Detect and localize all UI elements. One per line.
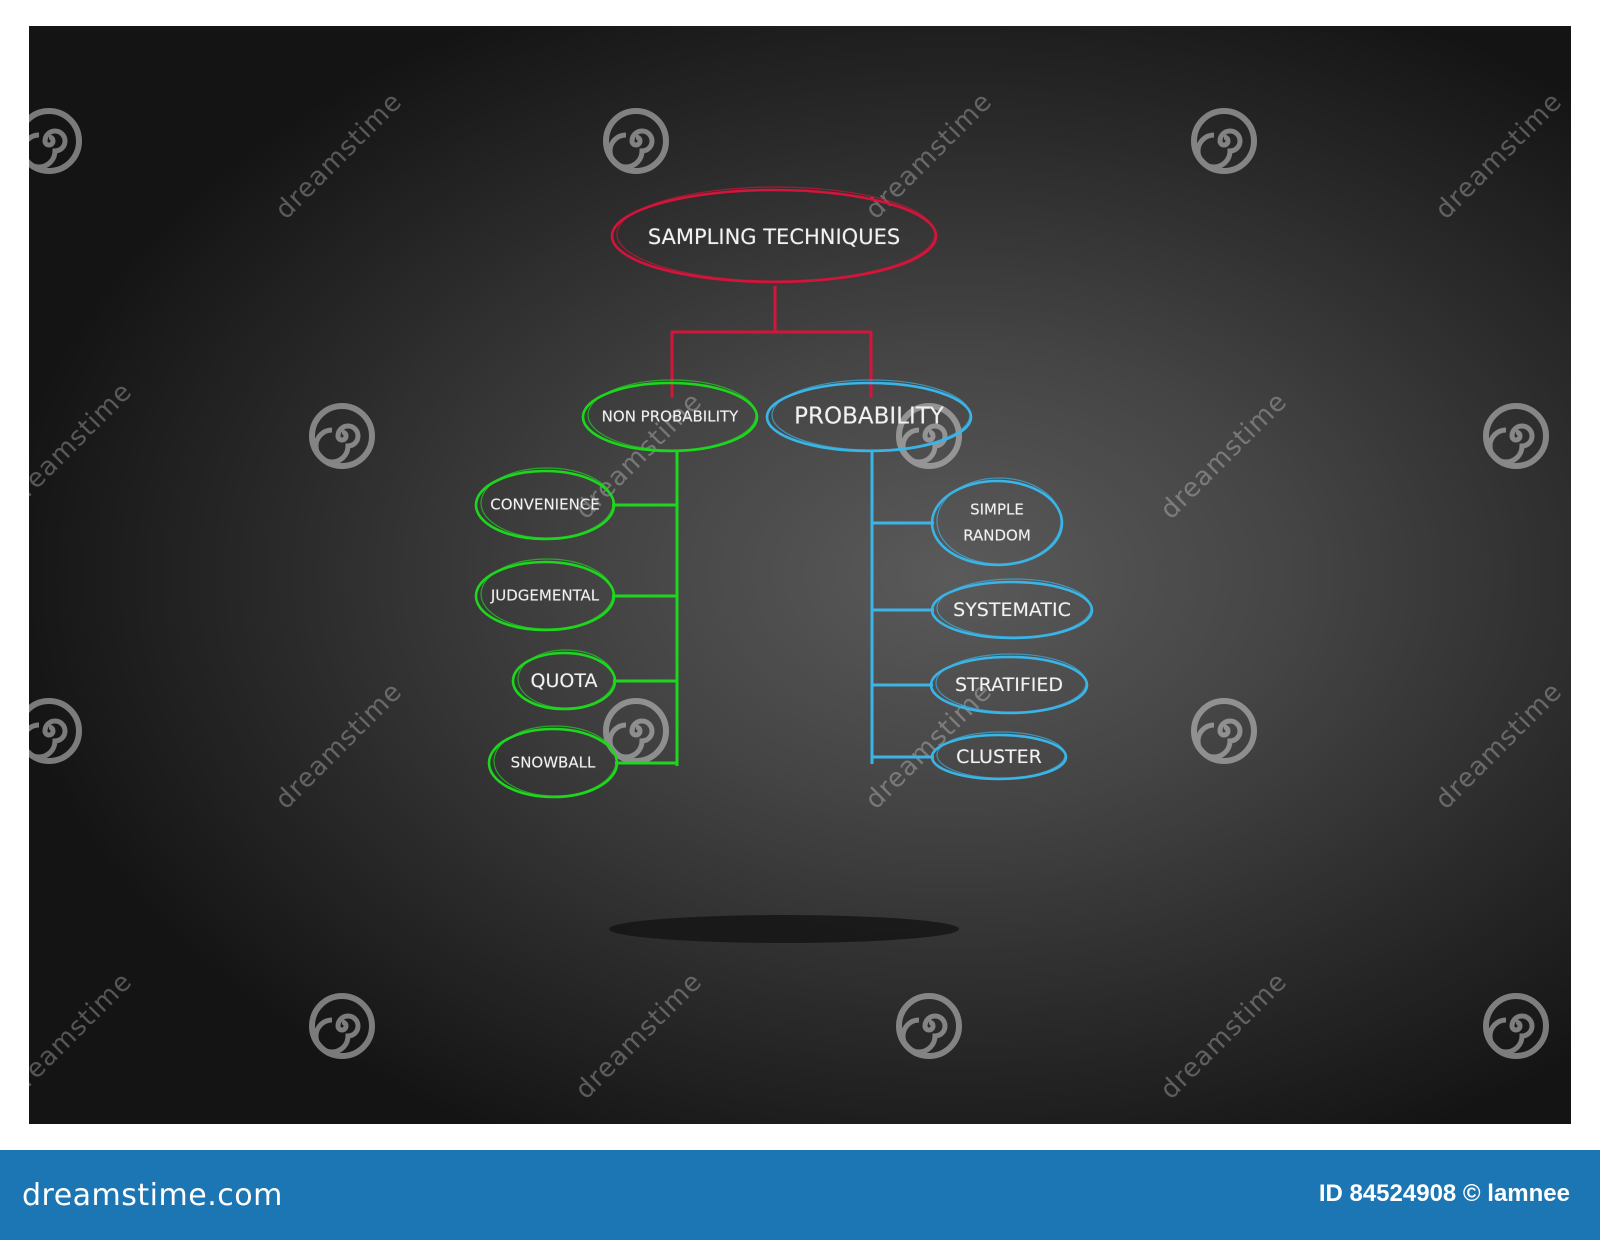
non-probability-child-label: QUOTA <box>530 669 598 692</box>
footer-image-id: ID 84524908 © lamnee <box>1318 1180 1570 1207</box>
probability-node-label: PROBABILITY <box>794 403 944 430</box>
probability-child-label: SYSTEMATIC <box>953 598 1071 621</box>
non-probability-child-label: CONVENIENCE <box>490 495 600 514</box>
probability-child-label: CLUSTER <box>956 745 1042 768</box>
probability-child-label: STRATIFIED <box>955 673 1063 696</box>
spiral-icon <box>1483 993 1549 1059</box>
spiral-icon <box>603 108 669 174</box>
spiral-icon <box>1191 698 1257 764</box>
non-probability-node-ellipse <box>581 379 759 453</box>
root-node-label: SAMPLING TECHNIQUES <box>647 225 901 250</box>
non-probability-child-label: JUDGEMENTAL <box>490 586 600 605</box>
spiral-icon <box>896 993 962 1059</box>
non-probability-child-ellipse <box>474 467 616 541</box>
footer-bar: dreamstime.com ID 84524908 © lamnee <box>0 1150 1600 1240</box>
probability-node-ellipse <box>765 379 973 453</box>
spiral-icon <box>309 403 375 469</box>
spiral-icon <box>29 698 82 764</box>
spiral-icon <box>309 993 375 1059</box>
probability-child-ellipse <box>930 731 1068 781</box>
non-probability-child-ellipse <box>511 649 617 711</box>
probability-child-ellipse <box>930 477 1064 567</box>
root-connector-branches <box>670 330 873 398</box>
spiral-icon <box>603 698 669 764</box>
probability-child-ellipse <box>929 653 1089 715</box>
sampling-diagram <box>474 186 1094 943</box>
non-probability-child-label: SNOWBALL <box>510 753 596 772</box>
probability-child-ellipse <box>930 578 1094 640</box>
spiral-icon <box>29 108 82 174</box>
spiral-icon <box>1483 403 1549 469</box>
non-probability-node-label: NON PROBABILITY <box>601 407 739 426</box>
non-probability-child-ellipse <box>487 725 619 799</box>
footer-logo[interactable]: dreamstime.com <box>22 1178 283 1213</box>
non-probability-child-ellipse <box>474 558 616 632</box>
root-node-ellipse <box>610 186 938 284</box>
diagram-shadow <box>609 915 959 943</box>
spiral-icon <box>1191 108 1257 174</box>
